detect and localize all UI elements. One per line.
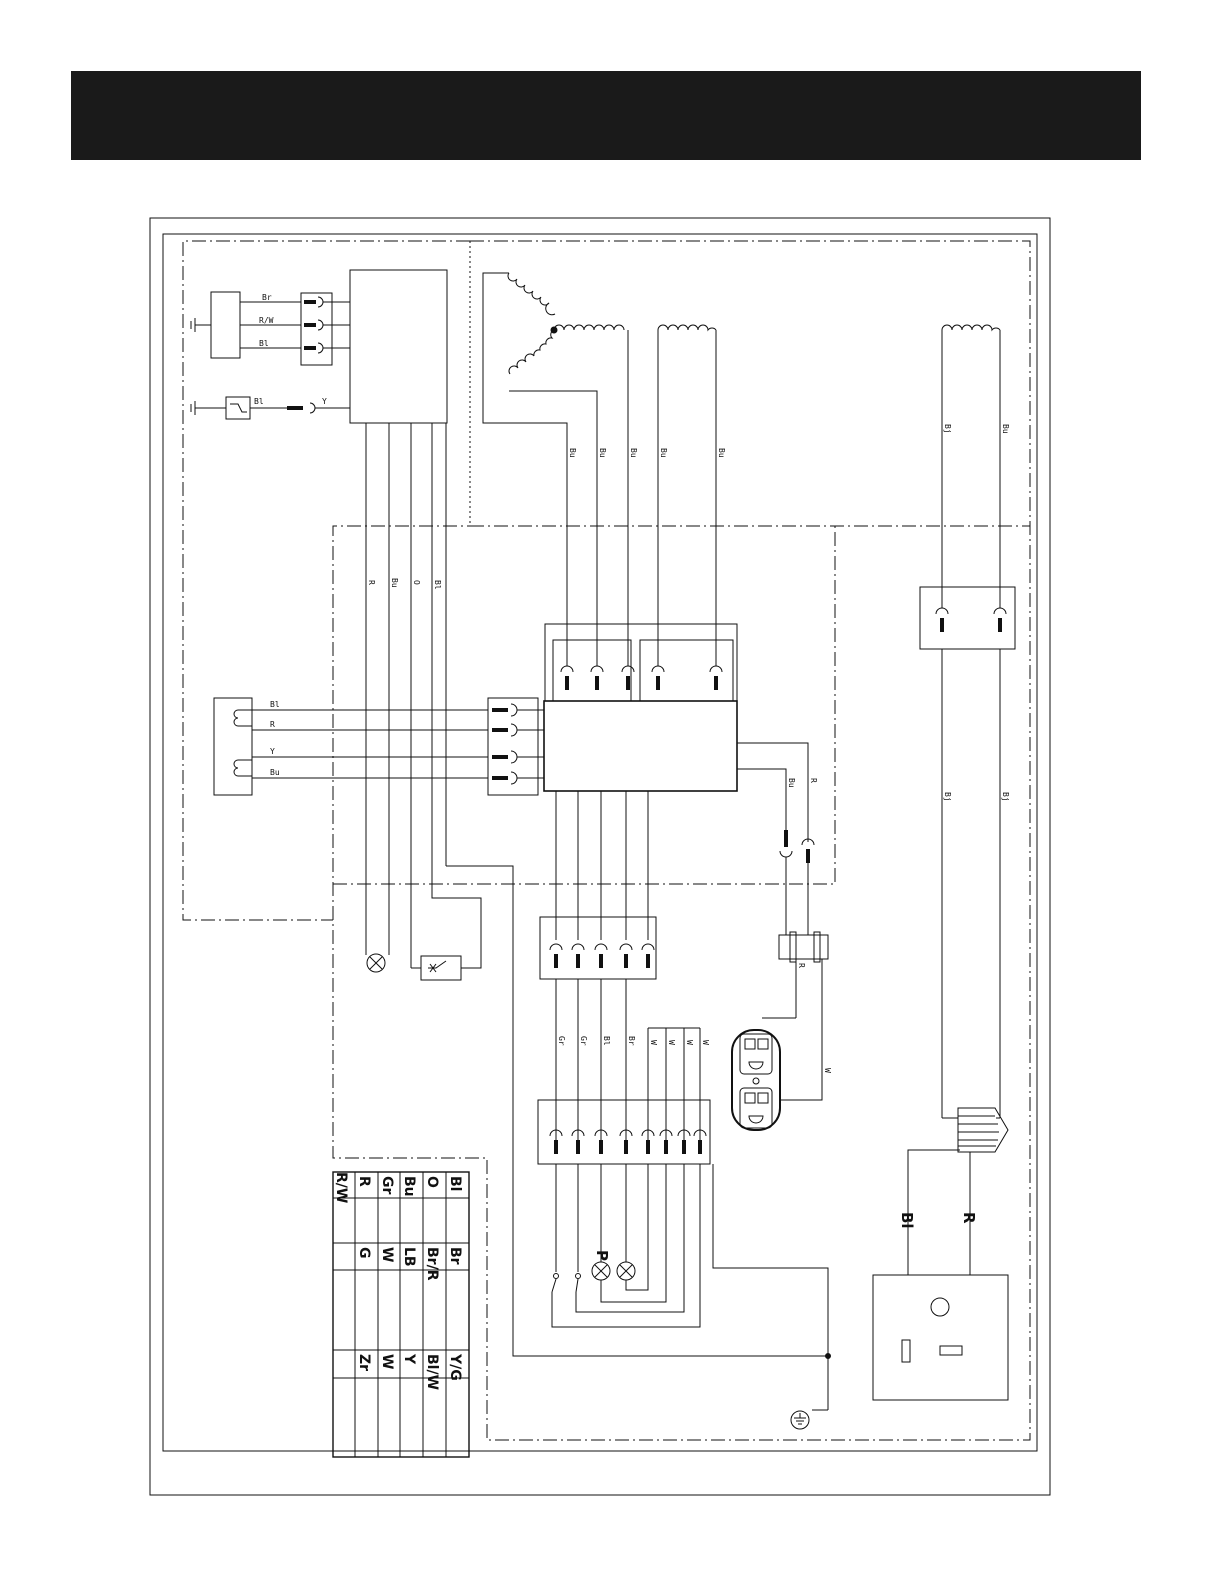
wire-label: Bj xyxy=(943,792,952,802)
wire-label: R xyxy=(270,720,275,729)
legend-entry: R xyxy=(356,1176,372,1187)
duplex-receptacle xyxy=(731,1029,781,1131)
legend-entry: W xyxy=(379,1247,395,1262)
twist-lock-plug xyxy=(957,1107,1009,1153)
oil-switch xyxy=(190,396,350,420)
wire-label: O xyxy=(412,580,421,585)
legend-entry: G xyxy=(356,1247,372,1259)
exciter-coils xyxy=(213,697,488,796)
legend-entry: Y xyxy=(401,1353,417,1365)
diagram-inner-frame xyxy=(162,233,1038,1452)
wire-label: R xyxy=(367,580,376,585)
wire-label: Bu xyxy=(270,768,280,777)
legend-entry: Br/R xyxy=(424,1247,440,1281)
legend-entry: Br xyxy=(447,1247,463,1265)
engine-switch xyxy=(411,955,462,981)
terminal-block-lower xyxy=(537,1099,711,1165)
wire-label: Br xyxy=(262,293,272,302)
wire-label: Bu xyxy=(1001,424,1010,434)
warning-lamp xyxy=(366,953,386,973)
wire-label: W xyxy=(685,1040,694,1045)
wire-label: Bl xyxy=(433,580,442,590)
legend-entry: R/W xyxy=(333,1172,349,1203)
wire-label: Gr xyxy=(579,1036,588,1046)
region-boundaries xyxy=(182,240,1031,1441)
wire-label-r: R xyxy=(960,1212,978,1224)
alternator-windings xyxy=(482,272,1001,666)
legend-entry: W xyxy=(379,1354,395,1369)
rv-receptacle xyxy=(872,1274,1009,1401)
legend-entry: O xyxy=(424,1176,440,1188)
legend-entry: Bl xyxy=(447,1176,463,1191)
wire-label: Bu xyxy=(568,448,577,458)
wire-label: Bu xyxy=(598,448,607,458)
diagram-frame xyxy=(149,217,1051,1496)
circuit-breaker xyxy=(762,931,829,1101)
wire-label: Gr xyxy=(557,1036,566,1046)
sensor-connector xyxy=(300,292,350,366)
legend-entry: LB xyxy=(401,1247,417,1267)
wire-label: W xyxy=(649,1040,658,1045)
voltage-regulator xyxy=(543,700,738,792)
wire-label: Bu xyxy=(629,448,638,458)
winding-connectors xyxy=(544,623,738,702)
wire-label: Bu xyxy=(787,778,796,788)
wire-label: Bj xyxy=(1001,792,1010,802)
wire-label: Bu xyxy=(390,578,399,588)
output-connector xyxy=(919,586,1016,650)
wire-label: R/W xyxy=(259,316,274,325)
wire-label: W xyxy=(667,1040,676,1045)
wire-label: Y xyxy=(270,747,275,756)
wire-label: R xyxy=(797,963,806,968)
lamp-label-p: P xyxy=(593,1250,611,1261)
sensor-block xyxy=(190,291,301,359)
wire-label-bl: Bl xyxy=(898,1212,916,1229)
panel-switches-lamps xyxy=(551,1164,701,1328)
legend-entry: Bl/W xyxy=(424,1354,440,1390)
wire-label: Bj xyxy=(943,424,952,434)
terminal-block-upper xyxy=(539,916,657,980)
wire-label: Bu xyxy=(659,448,668,458)
wire-label: Bl xyxy=(602,1036,611,1046)
breaker-connectors xyxy=(779,830,815,935)
ground-terminal xyxy=(790,1409,828,1430)
wire-label: W xyxy=(701,1040,710,1045)
coil-connector xyxy=(487,697,544,796)
header-bar xyxy=(71,71,1141,160)
wire-label: Bu xyxy=(717,448,726,458)
wire-label: Br xyxy=(627,1036,636,1046)
wire-label: Bl xyxy=(254,397,264,406)
wire-label: Bl xyxy=(259,339,269,348)
legend-entry: Zr xyxy=(356,1354,372,1371)
wire-label: W xyxy=(823,1068,832,1073)
wire-label: Y xyxy=(322,397,327,406)
color-legend-table xyxy=(332,1171,470,1458)
legend-entry: Y/G xyxy=(447,1353,463,1381)
wire-label: Bl xyxy=(270,700,280,709)
engine-control-module xyxy=(349,269,448,424)
legend-entry: Bu xyxy=(401,1176,417,1197)
legend-entry: Gr xyxy=(379,1176,395,1194)
wire-label: R xyxy=(809,778,818,783)
